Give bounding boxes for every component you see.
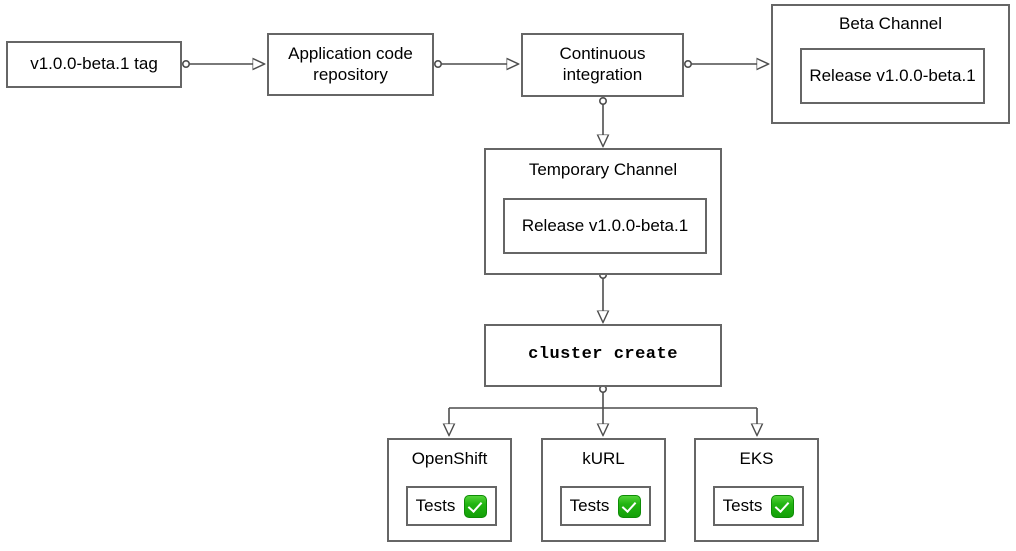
node-tag-label: v1.0.0-beta.1 tag [30,54,158,74]
beta-channel-release-label: Release v1.0.0-beta.1 [809,65,976,85]
node-cluster-create-label: cluster create [528,345,678,365]
node-ci[interactable]: Continuous integration [521,33,684,97]
temporary-channel-release-box[interactable]: Release v1.0.0-beta.1 [503,198,707,254]
check-mark-button-icon [771,494,795,518]
node-repo-label: Application code repository [288,43,413,84]
node-target-kurl[interactable]: kURL Tests [541,438,666,542]
target-eks-tests-box[interactable]: Tests [713,486,804,526]
target-openshift-tests-box[interactable]: Tests [406,486,497,526]
beta-channel-release-box[interactable]: Release v1.0.0-beta.1 [800,48,985,104]
node-cluster-create[interactable]: cluster create [484,324,722,387]
edge-source-dot [683,59,692,68]
target-kurl-tests-box[interactable]: Tests [560,486,651,526]
edge-source-dot [598,97,607,106]
edge-source-dot [182,59,191,68]
target-kurl-title: kURL [582,449,625,468]
check-mark-button-icon [618,494,642,518]
node-repo[interactable]: Application code repository [267,33,434,96]
target-eks-tests-label: Tests [722,495,763,515]
node-target-eks[interactable]: EKS Tests [694,438,819,542]
temporary-channel-title: Temporary Channel [528,160,678,179]
beta-channel-title: Beta Channel [838,14,943,33]
temporary-channel-release-label: Release v1.0.0-beta.1 [521,215,689,235]
check-mark-button-icon [464,494,488,518]
node-target-openshift[interactable]: OpenShift Tests [387,438,512,542]
target-openshift-title: OpenShift [411,449,488,468]
node-tag[interactable]: v1.0.0-beta.1 tag [6,41,182,88]
edge-source-dot [433,59,442,68]
node-temporary-channel[interactable]: Temporary Channel Release v1.0.0-beta.1 [484,148,722,275]
node-ci-label: Continuous integration [559,44,646,84]
target-openshift-tests-label: Tests [415,495,456,515]
node-beta-channel[interactable]: Beta Channel Release v1.0.0-beta.1 [771,4,1010,124]
target-kurl-tests-label: Tests [569,495,610,515]
target-eks-title: EKS [739,449,774,468]
